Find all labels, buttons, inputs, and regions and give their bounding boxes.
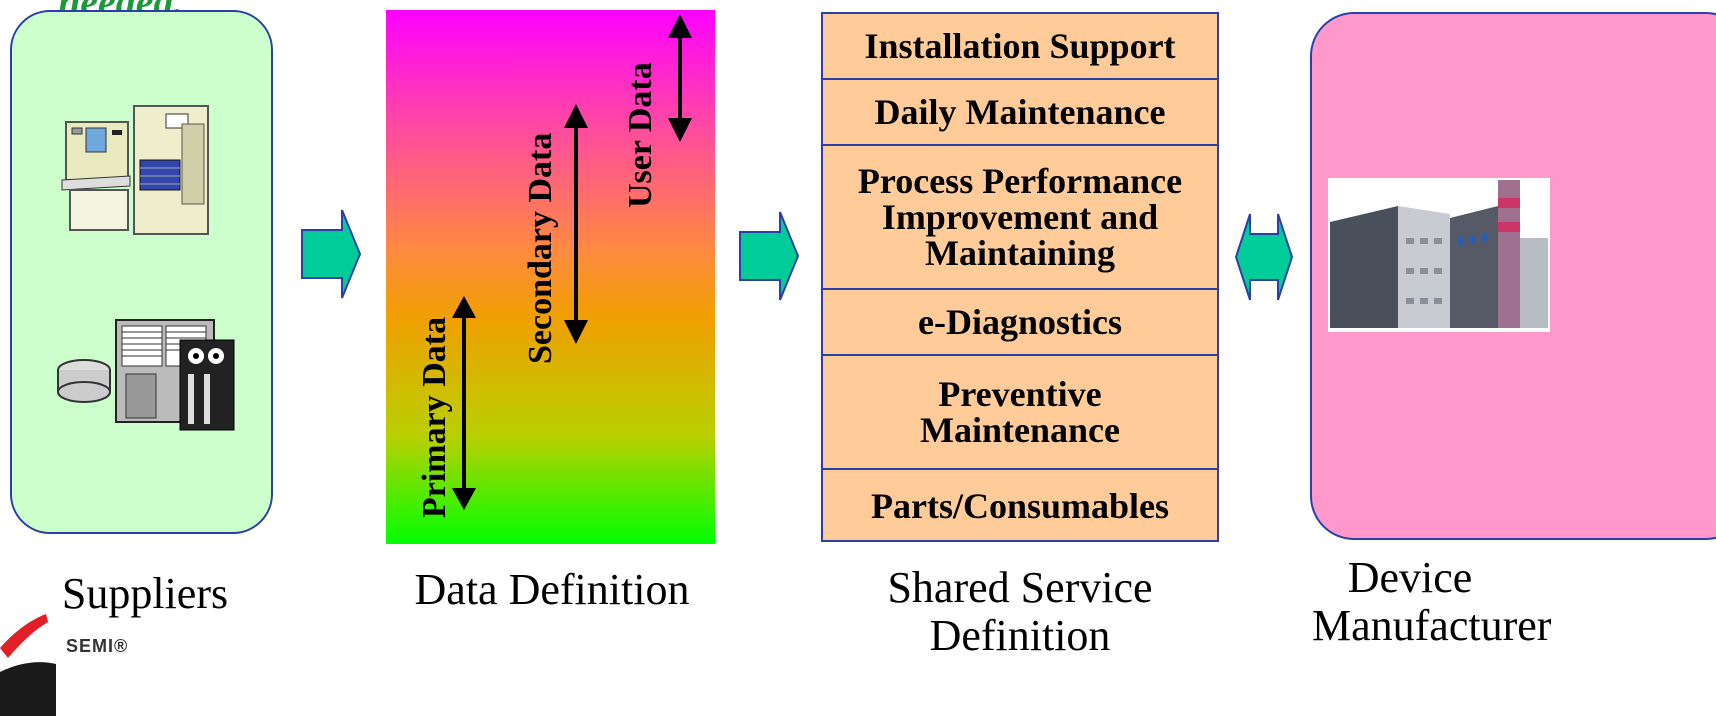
service-item-installation-support: Installation Support [823,14,1217,80]
shared-service-caption-line1: Shared Service [887,563,1153,612]
semi-logo-icon [0,614,56,716]
user-data-label: User Data [622,62,659,208]
shared-service-list: Installation Support Daily Maintenance P… [821,12,1219,542]
suppliers-panel [10,10,273,534]
suppliers-caption: Suppliers [61,569,229,618]
server-icon [57,319,235,431]
data-definition-block [386,10,715,544]
factory-icon [1328,178,1550,332]
service-item-process-performance: Process Performance Improvement and Main… [823,146,1217,290]
primary-data-label: Primary Data [416,316,453,518]
secondary-data-arrow [564,104,588,344]
service-item-parts-consumables: Parts/Consumables [870,486,1170,526]
service-item-daily-maintenance: Daily Maintenance [823,80,1217,146]
semi-logo-text: SEMI® [66,636,129,656]
double-arrow-icon [1234,213,1294,301]
data-definition-caption: Data Definition [414,565,690,614]
manufacturer-caption-line2: Manufacturer [1312,601,1552,650]
service-item-e-diagnostics: e-Diagnostics [823,290,1217,356]
flow-arrow-icon [739,211,800,301]
equipment-icon [61,105,209,235]
secondary-data-label: Secondary Data [522,132,559,364]
primary-data-arrow [452,296,476,510]
shared-service-caption-line2: Definition [929,611,1111,660]
user-data-arrow [668,14,692,142]
manufacturer-caption-line1: Device [1347,553,1473,602]
flow-arrow-icon [301,209,362,299]
service-item-preventive-maintenance: Preventive Maintenance [823,356,1217,470]
